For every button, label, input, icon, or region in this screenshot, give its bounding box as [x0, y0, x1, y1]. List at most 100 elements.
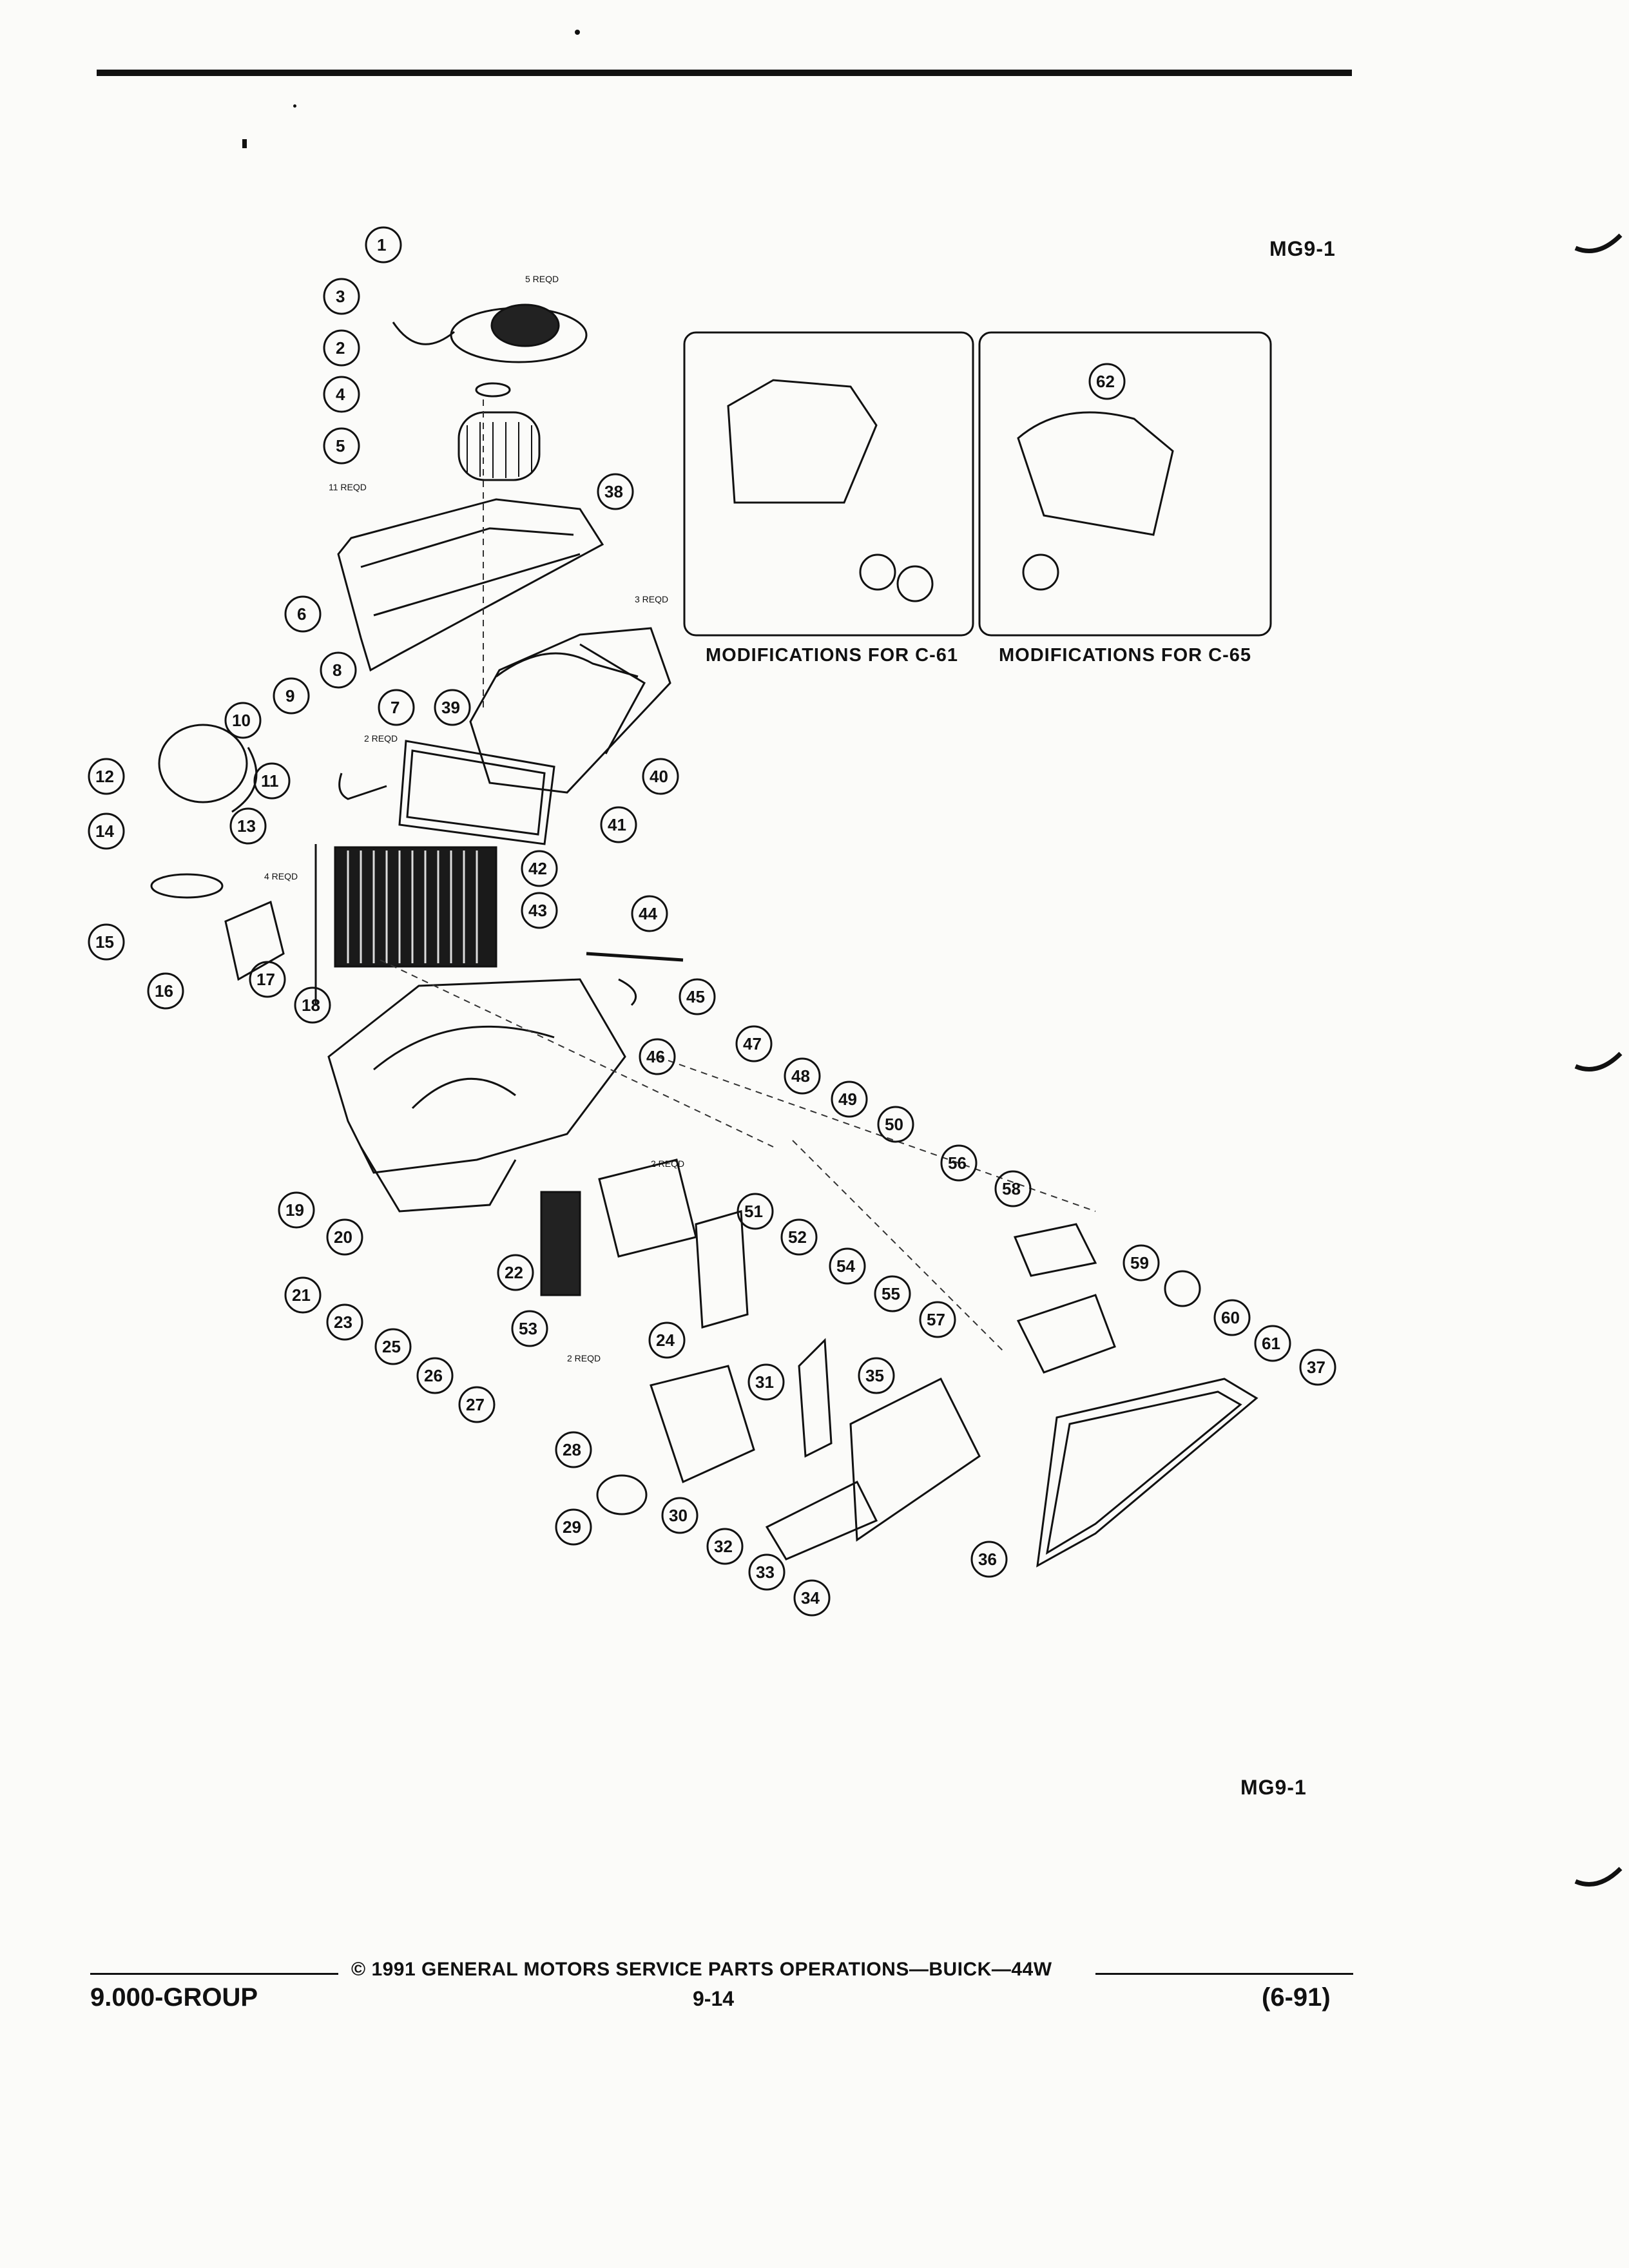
callout-38: 38 [604, 482, 623, 501]
callout-3: 3 [336, 287, 345, 306]
callout-20: 20 [334, 1227, 352, 1247]
callout-14: 14 [95, 822, 114, 841]
callout-31: 31 [755, 1372, 774, 1392]
plug [596, 1474, 648, 1515]
callout-53: 53 [519, 1319, 537, 1338]
top-rule [97, 70, 1352, 76]
footer-rule [90, 1973, 338, 1975]
callout-4: 4 [336, 385, 345, 404]
callout-33: 33 [756, 1562, 775, 1582]
callout-21: 21 [292, 1285, 311, 1305]
callout-39: 39 [441, 698, 460, 717]
callout-11: 11 [261, 771, 279, 791]
filter-frame [398, 740, 555, 845]
figure-code: MG9-1 [1269, 237, 1336, 260]
callout-25: 25 [382, 1337, 401, 1356]
callout-50: 50 [885, 1115, 903, 1134]
floor-outlet [765, 1480, 878, 1561]
footer-copyright: © 1991 GENERAL MOTORS SERVICE PARTS OPER… [351, 1959, 1052, 1980]
callout-28: 28 [563, 1440, 581, 1459]
inset-caption-c61: MODIFICATIONS FOR C-61 [706, 645, 959, 666]
scan-speck [575, 30, 580, 35]
callout-8: 8 [333, 660, 342, 680]
callout-62: 62 [1096, 372, 1115, 391]
callout-5: 5 [336, 436, 345, 456]
heater-case [327, 978, 626, 1174]
req-note: 5 REQD [525, 274, 559, 284]
callout-15: 15 [95, 932, 114, 952]
callout-55: 55 [882, 1284, 900, 1303]
edge-mark [1574, 1052, 1623, 1072]
callout-9: 9 [285, 686, 295, 706]
callout-13: 13 [237, 816, 256, 836]
req-note: 2 REQD [364, 733, 398, 744]
callout-27: 27 [466, 1395, 485, 1414]
callout-37: 37 [1307, 1358, 1325, 1377]
callout-26: 26 [424, 1366, 443, 1385]
module-cover [1013, 1223, 1097, 1277]
edge-mark [1574, 1867, 1623, 1887]
evaporator-core [334, 846, 497, 968]
blower-hose [392, 322, 455, 345]
callout-22: 22 [505, 1263, 523, 1282]
callout-10: 10 [232, 711, 251, 730]
clamp [150, 873, 224, 899]
heater-core [540, 1191, 581, 1296]
hose [338, 773, 387, 800]
callout-7: 7 [390, 698, 400, 717]
req-note: 3 REQD [635, 594, 669, 604]
req-note: 4 REQD [264, 871, 298, 881]
edge-mark [1574, 233, 1623, 253]
callout-43: 43 [528, 901, 547, 920]
callout-24: 24 [656, 1331, 675, 1350]
callout-51: 51 [744, 1202, 763, 1221]
callout-56: 56 [948, 1153, 967, 1173]
gasket [1036, 1378, 1258, 1568]
inset-c61-box [683, 331, 974, 637]
callout-balloons [88, 226, 1336, 1617]
footer-group: 9.000-GROUP [90, 1983, 258, 2012]
upper-case [337, 498, 604, 672]
scan-speck [242, 139, 247, 148]
scan-speck [293, 104, 296, 108]
callout-61: 61 [1262, 1334, 1280, 1353]
callout-42: 42 [528, 859, 547, 878]
footer-rule [1095, 1973, 1353, 1975]
callout-2: 2 [336, 338, 345, 358]
bracket-2 [798, 1338, 833, 1458]
callout-16: 16 [155, 981, 173, 1001]
callout-46: 46 [646, 1047, 665, 1066]
blower-motor [490, 303, 560, 347]
footer-date: (6-91) [1262, 1983, 1331, 2012]
callout-35: 35 [865, 1366, 884, 1385]
figure-code-bottom: MG9-1 [1240, 1776, 1307, 1799]
actuator-motor [158, 724, 248, 803]
callout-6: 6 [297, 604, 307, 624]
callout-1: 1 [377, 235, 387, 255]
callout-44: 44 [639, 904, 657, 923]
req-note: 11 REQD [329, 482, 367, 492]
callout-59: 59 [1130, 1253, 1149, 1273]
callout-18: 18 [302, 995, 320, 1015]
callout-19: 19 [285, 1200, 304, 1220]
callout-48: 48 [791, 1066, 810, 1086]
inset-c65-box [978, 331, 1272, 637]
callout-40: 40 [650, 767, 668, 786]
callout-23: 23 [334, 1312, 352, 1332]
seal [618, 978, 637, 1006]
callout-54: 54 [836, 1256, 855, 1276]
req-note: 2 REQD [567, 1353, 601, 1363]
callout-36: 36 [978, 1550, 997, 1569]
inset-caption-c65: MODIFICATIONS FOR C-65 [999, 645, 1252, 666]
actuator [1016, 1294, 1116, 1374]
callout-41: 41 [608, 815, 626, 834]
evap-case [469, 627, 671, 794]
req-note: 2 REQD [651, 1158, 685, 1169]
blower-wheel [458, 411, 541, 481]
footer-page-number: 9-14 [693, 1987, 735, 2010]
seal-frame [695, 1210, 749, 1329]
callout-30: 30 [669, 1506, 688, 1525]
